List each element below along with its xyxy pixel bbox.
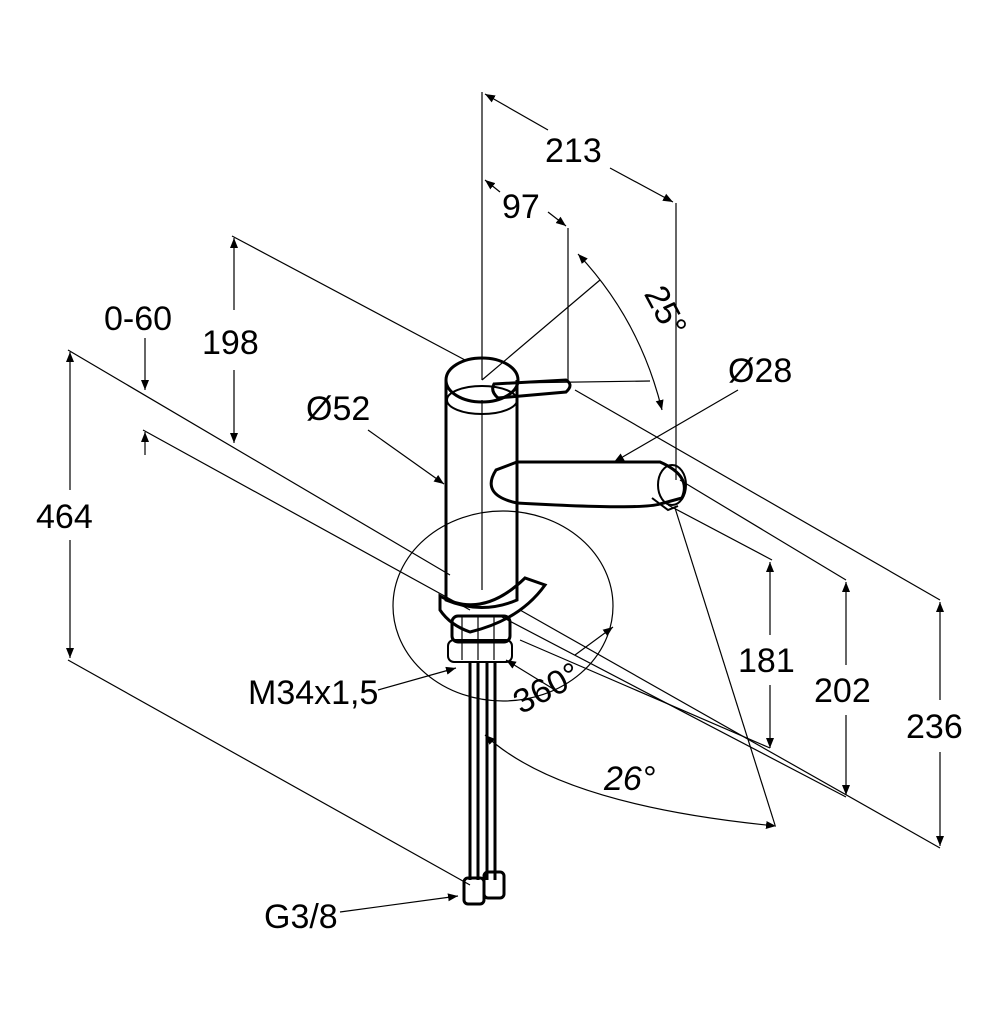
label-202: 202 <box>814 672 871 710</box>
dimension-labels: 213 97 25° Ø28 0-60 198 Ø52 464 360° M34… <box>36 132 963 936</box>
label-464: 464 <box>36 498 93 536</box>
label-198: 198 <box>202 324 259 362</box>
label-360deg: 360° <box>507 655 587 722</box>
label-m34x1-5: M34x1,5 <box>248 674 378 712</box>
label-181: 181 <box>738 642 795 680</box>
label-213: 213 <box>545 132 602 170</box>
label-diameter-28: Ø28 <box>728 352 792 390</box>
faucet-body <box>438 356 687 906</box>
label-g3-8: G3/8 <box>264 898 338 936</box>
label-25deg: 25° <box>636 280 694 343</box>
label-97: 97 <box>502 188 540 226</box>
label-diameter-52: Ø52 <box>306 390 370 428</box>
label-26deg: 26° <box>603 760 655 798</box>
dimension-lines <box>66 93 944 913</box>
label-236: 236 <box>906 708 963 746</box>
label-0-60: 0-60 <box>104 300 172 338</box>
